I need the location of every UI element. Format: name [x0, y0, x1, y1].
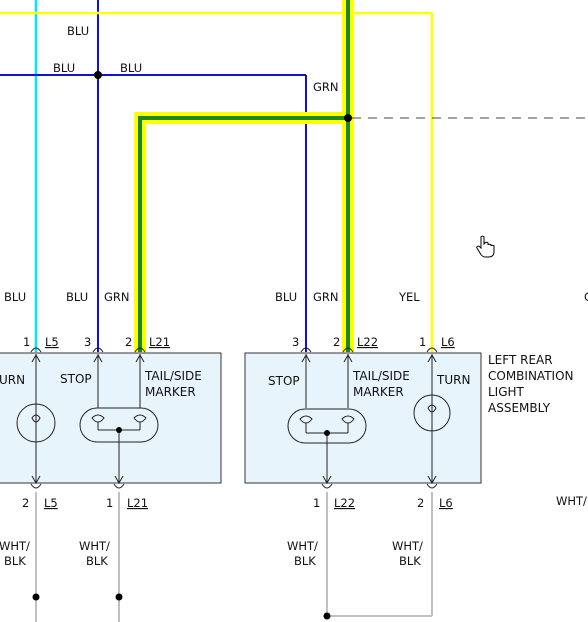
left-bottom-conn-l21: L21 — [127, 496, 148, 510]
left-bottom-conn-l5: L5 — [44, 496, 58, 510]
wire-label-right-yel: YEL — [398, 290, 420, 304]
wire-label-left-blu-2: BLU — [66, 290, 88, 304]
wire-label-top-blu: BLU — [67, 24, 89, 38]
wire-label-left-blu-1: BLU — [4, 290, 26, 304]
junction-dot-wb-3 — [323, 612, 331, 620]
right-bottom-pin-2: 2 — [417, 496, 424, 510]
hand-cursor-icon — [476, 235, 495, 258]
wire-label-wht-blk-2a: WHT/ — [79, 539, 110, 553]
wire-grn-core — [138, 0, 350, 352]
assembly-title-line-1: LEFT REAR — [488, 353, 553, 367]
wire-label-wht-blk-4b: BLK — [399, 554, 421, 568]
wire-label-wht-blk-1b: BLK — [4, 554, 26, 568]
right-label-tail-2: MARKER — [353, 385, 404, 399]
left-label-tail-2: MARKER — [145, 385, 196, 399]
left-pin-2: 2 — [125, 335, 132, 349]
right-bottom-conn-l22: L22 — [334, 496, 355, 510]
left-internal-wiring — [16, 353, 159, 485]
wire-label-grn-top: GRN — [313, 80, 339, 94]
wire-label-right-blu: BLU — [275, 290, 297, 304]
wire-label-wht-edge: WHT/ — [556, 494, 587, 508]
left-label-turn: URN — [0, 373, 25, 387]
left-bottom-pin-1: 1 — [106, 496, 113, 510]
right-label-turn: TURN — [436, 373, 470, 387]
wire-label-wht-blk-1a: WHT/ — [0, 539, 30, 553]
left-pin-1: 1 — [23, 335, 30, 349]
left-bottom-pin-2: 2 — [22, 496, 29, 510]
wire-label-wht-blk-4a: WHT/ — [392, 539, 423, 553]
wire-label-wht-blk-2b: BLK — [86, 554, 108, 568]
right-label-tail-1: TAIL/SIDE — [352, 369, 410, 383]
wire-label-mid-blu-right: BLU — [120, 61, 142, 75]
right-pin-3: 3 — [292, 335, 299, 349]
left-pin-3: 3 — [84, 335, 91, 349]
right-conn-l22: L22 — [357, 335, 378, 349]
assembly-title-line-4: ASSEMBLY — [488, 401, 551, 415]
left-bulb-junction — [116, 427, 122, 433]
left-label-tail-1: TAIL/SIDE — [144, 369, 202, 383]
wire-label-wht-blk-3b: BLK — [294, 554, 316, 568]
right-internal-wiring — [287, 353, 451, 485]
right-assembly-box — [244, 352, 482, 484]
junction-dot-wb-2 — [115, 593, 123, 601]
connector-pins — [30, 347, 438, 489]
right-bottom-pin-1: 1 — [313, 496, 320, 510]
wire-label-mid-blu-left: BLU — [53, 61, 75, 75]
right-conn-l6: L6 — [441, 335, 455, 349]
wire-label-edge-g: G — [584, 290, 588, 304]
left-label-stop: STOP — [60, 372, 92, 386]
wire-label-right-grn: GRN — [313, 290, 339, 304]
assembly-title-line-3: LIGHT — [488, 385, 525, 399]
wire-label-wht-blk-3a: WHT/ — [287, 539, 318, 553]
junction-dot-wb-1 — [32, 593, 40, 601]
left-conn-l21: L21 — [149, 335, 170, 349]
right-pin-2: 2 — [333, 335, 340, 349]
right-bulb-junction — [324, 430, 330, 436]
left-assembly-box — [0, 352, 222, 484]
right-pin-1: 1 — [419, 335, 426, 349]
junction-dot-grn — [344, 114, 352, 122]
right-bottom-conn-l6: L6 — [439, 496, 453, 510]
wire-label-left-grn: GRN — [104, 290, 130, 304]
junction-dot-blu — [94, 71, 102, 79]
assembly-title-line-2: COMBINATION — [488, 369, 574, 383]
left-conn-l5: L5 — [45, 335, 59, 349]
right-label-stop: STOP — [268, 374, 300, 388]
